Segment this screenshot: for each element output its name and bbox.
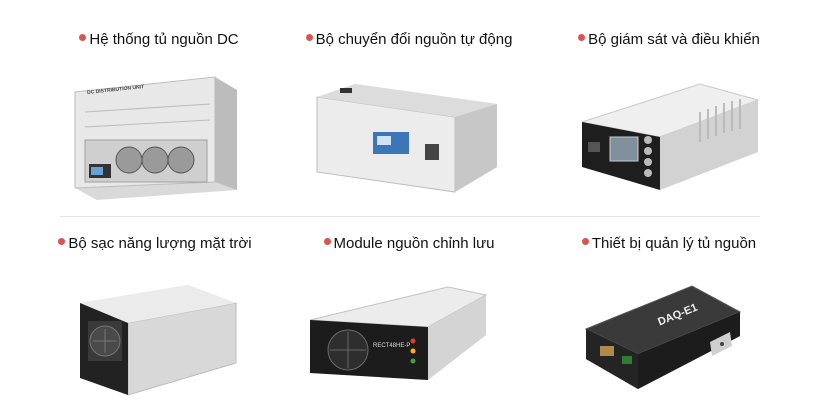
- product-label: Thiết bị quản lý tủ nguồn: [530, 234, 808, 254]
- product-label: Bộ chuyển đổi nguồn tự động: [270, 30, 548, 50]
- cabinet-manager-image: DAQ-E1: [582, 284, 742, 394]
- bullet-dot-icon: [581, 238, 589, 245]
- rectifier-module-image: RECT48HE-P: [308, 285, 488, 385]
- ats-image: [315, 82, 500, 197]
- solar-charger-image: [78, 283, 238, 398]
- bullet-dot-icon: [58, 238, 66, 245]
- bullet-dot-icon: [79, 34, 87, 41]
- dc-cabinet-image: DC DISTRIBUTION UNIT: [65, 72, 245, 202]
- product-label: Bộ giám sát và điều khiển: [530, 30, 808, 50]
- monitor-controller-image: [580, 82, 760, 197]
- product-label: Hệ thống tủ nguồn DC: [20, 30, 298, 50]
- bullet-dot-icon: [578, 34, 586, 41]
- product-label: Bộ sạc năng lượng mặt trời: [40, 234, 270, 254]
- row-divider: [60, 216, 760, 217]
- bullet-dot-icon: [323, 238, 331, 245]
- rectifier-model-text: RECT48HE-P: [373, 343, 411, 349]
- product-label: Module nguồn chỉnh lưu: [270, 234, 548, 254]
- bullet-dot-icon: [305, 34, 313, 41]
